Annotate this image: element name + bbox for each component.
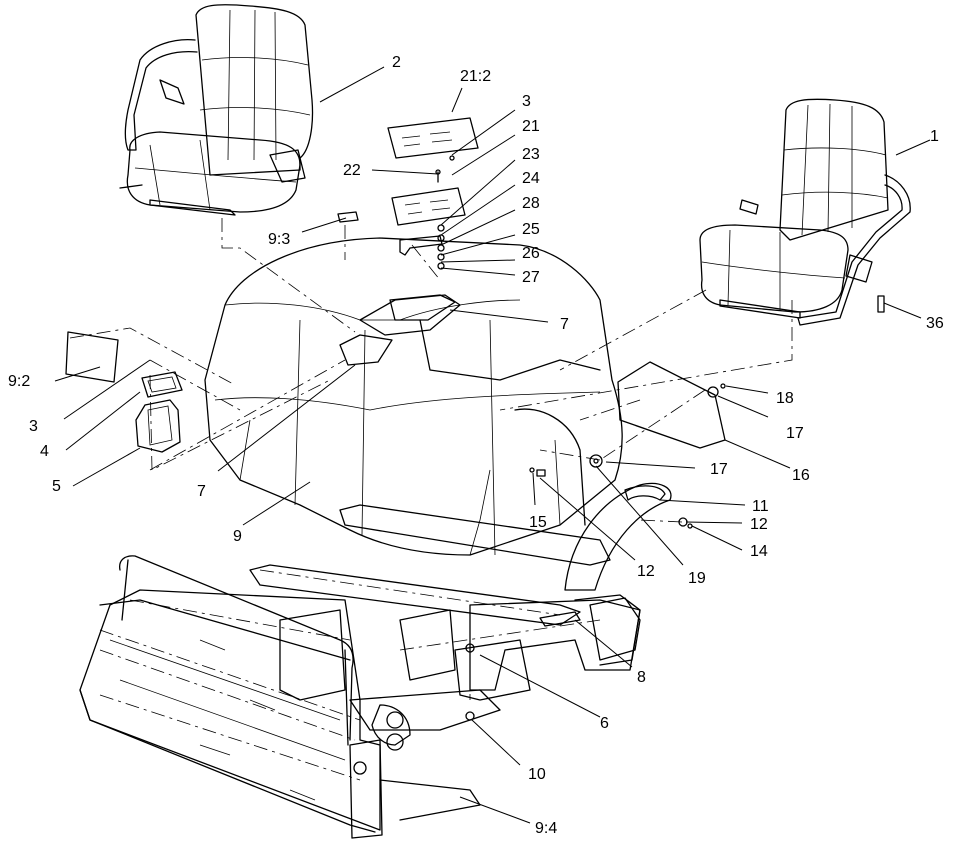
callout-6: 6 <box>600 715 609 732</box>
callout-27: 27 <box>522 269 540 286</box>
callout-18: 18 <box>776 390 794 407</box>
callout-11: 11 <box>752 498 769 515</box>
callout-22: 22 <box>343 162 361 179</box>
callout-9-4: 9:4 <box>535 820 557 837</box>
callout-3: 3 <box>29 418 38 435</box>
callout-12: 12 <box>637 563 655 580</box>
callout-1: 1 <box>930 128 939 145</box>
callout-19: 19 <box>688 570 706 587</box>
panel-16 <box>617 361 726 449</box>
callout-15: 15 <box>529 514 547 531</box>
mount-plate-21 <box>391 187 466 226</box>
callout-9-3: 9:3 <box>268 231 290 248</box>
callout-17: 17 <box>786 425 804 442</box>
callout-23: 23 <box>522 146 540 163</box>
gasket-4 <box>141 371 183 398</box>
callout-8: 8 <box>637 669 646 686</box>
callout-7: 7 <box>560 316 569 333</box>
callout-21: 21 <box>522 118 540 135</box>
cover-plate-9-2 <box>65 331 119 383</box>
callout-7: 7 <box>197 483 206 500</box>
callout-14: 14 <box>750 543 768 560</box>
callout-36: 36 <box>926 315 944 332</box>
callout-28: 28 <box>522 195 540 212</box>
leader-lines <box>54 66 931 824</box>
callout-12: 12 <box>750 516 768 533</box>
seat-right <box>699 98 911 326</box>
frame-chassis <box>249 504 641 751</box>
callout-4: 4 <box>40 443 49 460</box>
callout-9: 9 <box>233 528 242 545</box>
callout-21-2: 21:2 <box>460 68 491 85</box>
callout-26: 26 <box>522 245 540 262</box>
bracket-28 <box>399 235 443 256</box>
callout-24: 24 <box>522 170 540 187</box>
callout-16: 16 <box>792 467 810 484</box>
callout-25: 25 <box>522 221 540 238</box>
decal-9-3 <box>337 211 359 223</box>
rear-frame-9-4 <box>79 555 481 839</box>
callout-5: 5 <box>52 478 61 495</box>
callout-17: 17 <box>710 461 728 478</box>
mount-plate-21-2 <box>387 117 479 159</box>
callout-2: 2 <box>392 54 401 71</box>
callout-10: 10 <box>528 766 546 783</box>
callouts: 1 2 3 3 4 5 6 7 7 8 9 9:2 9:3 9:4 10 11 … <box>8 54 944 837</box>
callout-9-2: 9:2 <box>8 373 30 390</box>
boot-5 <box>135 399 181 453</box>
body-panel <box>204 237 623 556</box>
alignment-lines <box>69 218 793 781</box>
callout-3: 3 <box>522 93 531 110</box>
seat-left <box>119 4 314 216</box>
